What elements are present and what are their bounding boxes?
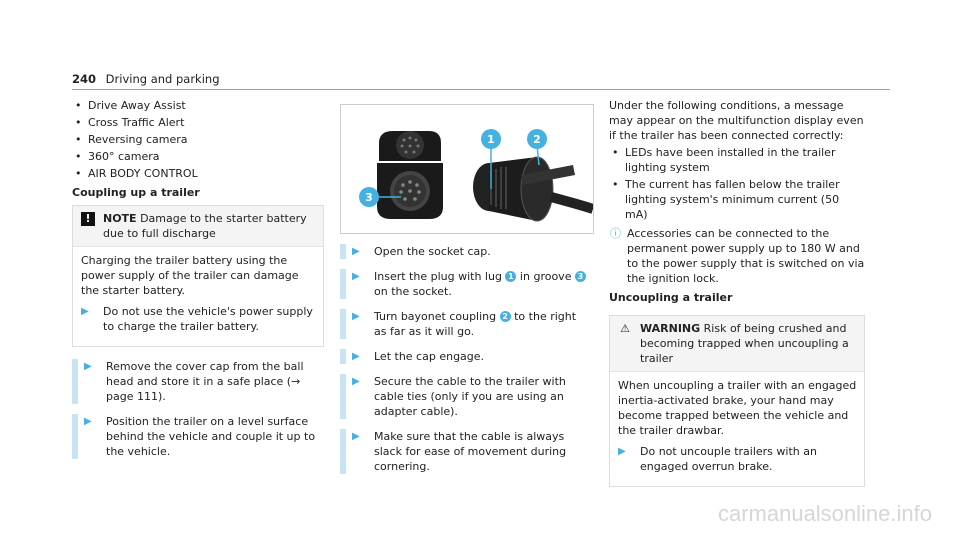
intro-paragraph: Under the following conditions, a messag… — [609, 99, 864, 142]
callout-badge: 1 — [505, 271, 517, 282]
section-heading: Coupling up a trailer — [72, 186, 200, 199]
warning-label: WARNING — [640, 322, 701, 335]
info-icon: ⓘ — [610, 227, 621, 240]
section-heading: Uncoupling a trailer — [609, 291, 733, 304]
watermark: carmanualsonline.info — [717, 501, 932, 526]
exclamation-icon: ! — [81, 212, 95, 226]
callout-2: 2 — [533, 133, 541, 146]
instruction-step: ▶ Turn bayonet coupling 2 to the right a… — [340, 309, 592, 339]
page-number: 240 — [72, 72, 97, 86]
list-item: LEDs have been installed in the trailer … — [609, 145, 865, 175]
callout-badge: 3 — [574, 271, 586, 282]
note-label: NOTE — [103, 212, 137, 225]
note-title: Damage to the starter battery due to ful… — [103, 212, 307, 240]
arrow-icon: ▶ — [352, 351, 360, 362]
info-note: ⓘ Accessories can be connected to the pe… — [610, 227, 865, 285]
instruction-step: ▶ Let the cap engage. — [340, 349, 592, 364]
arrow-icon: ▶ — [618, 446, 626, 457]
arrow-icon: ▶ — [84, 416, 92, 427]
list-item: 360° camera — [72, 149, 324, 164]
warning-step: ▶ Do not uncouple trailers with an engag… — [618, 444, 858, 474]
arrow-icon: ▶ — [352, 246, 360, 257]
list-item: AIR BODY CONTROL — [72, 166, 324, 181]
callout-3: 3 — [365, 191, 373, 204]
warning-box: ⚠ WARNING Risk of being crushed and beco… — [609, 315, 865, 487]
instruction-step: ▶ Make sure that the cable is always sla… — [340, 429, 592, 474]
note-box: ! NOTE Damage to the starter battery due… — [72, 205, 324, 347]
trailer-socket-illustration: 1 2 3 — [359, 129, 593, 222]
warning-icon: ⚠ — [620, 322, 630, 335]
page-header: 240 Driving and parking — [72, 72, 220, 86]
column-3: Under the following conditions, a messag… — [609, 98, 865, 491]
socket-figure: 1 2 3 — [340, 104, 594, 234]
warning-body: When uncoupling a trailer with an engage… — [618, 379, 857, 437]
header-rule — [72, 89, 890, 90]
arrow-icon: ▶ — [84, 361, 92, 372]
arrow-icon: ▶ — [352, 431, 360, 442]
column-1: Drive Away Assist Cross Traffic Alert Re… — [72, 98, 324, 469]
column-2: 1 2 3 ▶ Open the socket cap. ▶ Insert th… — [340, 104, 594, 484]
list-item: Drive Away Assist — [72, 98, 324, 113]
arrow-icon: ▶ — [352, 271, 360, 282]
arrow-icon: ▶ — [81, 306, 89, 317]
arrow-icon: ▶ — [352, 311, 360, 322]
note-body: Charging the trailer battery using the p… — [81, 254, 299, 297]
instruction-step: ▶ Secure the cable to the trailer with c… — [340, 374, 592, 419]
list-item: Reversing camera — [72, 132, 324, 147]
note-step: ▶ Do not use the vehicle's power supply … — [81, 304, 317, 334]
instruction-step: ▶ Insert the plug with lug 1 in groove 3… — [340, 269, 592, 299]
callout-badge: 2 — [499, 311, 511, 322]
warning-title: Risk of being crushed and becoming trapp… — [640, 322, 849, 365]
arrow-icon: ▶ — [352, 376, 360, 387]
list-item: The current has fallen below the trailer… — [609, 177, 865, 222]
callout-1: 1 — [487, 133, 495, 146]
list-item: Cross Traffic Alert — [72, 115, 324, 130]
instruction-step: ▶ Open the socket cap. — [340, 244, 592, 259]
section-title: Driving and parking — [105, 72, 220, 86]
condition-list: LEDs have been installed in the trailer … — [609, 145, 865, 222]
instruction-step: ▶ Remove the cover cap from the ball hea… — [72, 359, 324, 404]
system-list: Drive Away Assist Cross Traffic Alert Re… — [72, 98, 324, 181]
instruction-step: ▶ Position the trailer on a level surfac… — [72, 414, 324, 459]
